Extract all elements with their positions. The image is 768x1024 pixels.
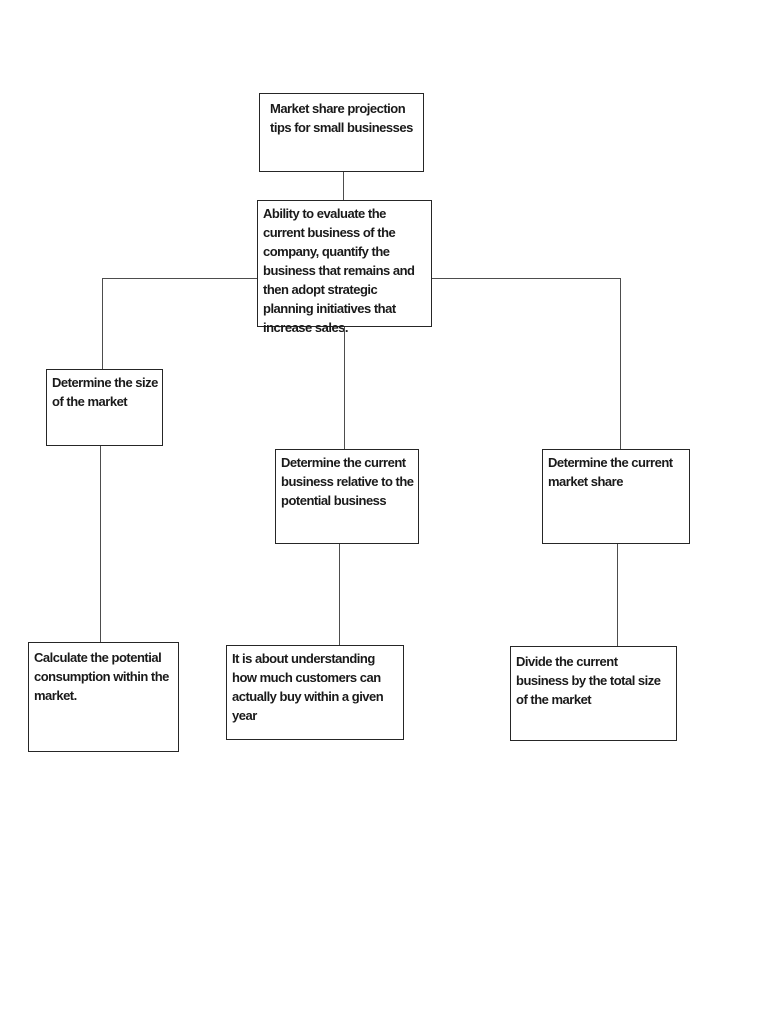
connector-evaluate-right-arm bbox=[432, 278, 621, 279]
connector-current-vs-potential-to-customer-buying bbox=[339, 544, 340, 645]
flowchart-node-customer-buying: It is about understanding how much custo… bbox=[226, 645, 404, 740]
connector-market-size-to-consumption bbox=[100, 446, 101, 642]
flowchart-node-market-size: Determine the size of the market bbox=[46, 369, 163, 446]
flowchart-node-title: Market share projection tips for small b… bbox=[259, 93, 424, 172]
connector-evaluate-left-arm bbox=[102, 278, 257, 279]
connector-market-share-to-divide bbox=[617, 544, 618, 646]
connector-title-to-evaluate bbox=[343, 172, 344, 200]
flowchart-node-evaluate-ability: Ability to evaluate the current business… bbox=[257, 200, 432, 335]
flowchart-node-current-market-share: Determine the current market share bbox=[542, 449, 690, 544]
connector-left-arm-to-market-size bbox=[102, 278, 103, 369]
flowchart-node-potential-consumption: Calculate the potential consumption with… bbox=[28, 642, 179, 752]
connector-right-arm-to-market-share bbox=[620, 278, 621, 449]
connector-evaluate-to-current-vs-potential bbox=[344, 327, 345, 449]
flowchart-node-current-vs-potential: Determine the current business relative … bbox=[275, 449, 419, 544]
flowchart-node-divide-business: Divide the current business by the total… bbox=[510, 646, 677, 741]
